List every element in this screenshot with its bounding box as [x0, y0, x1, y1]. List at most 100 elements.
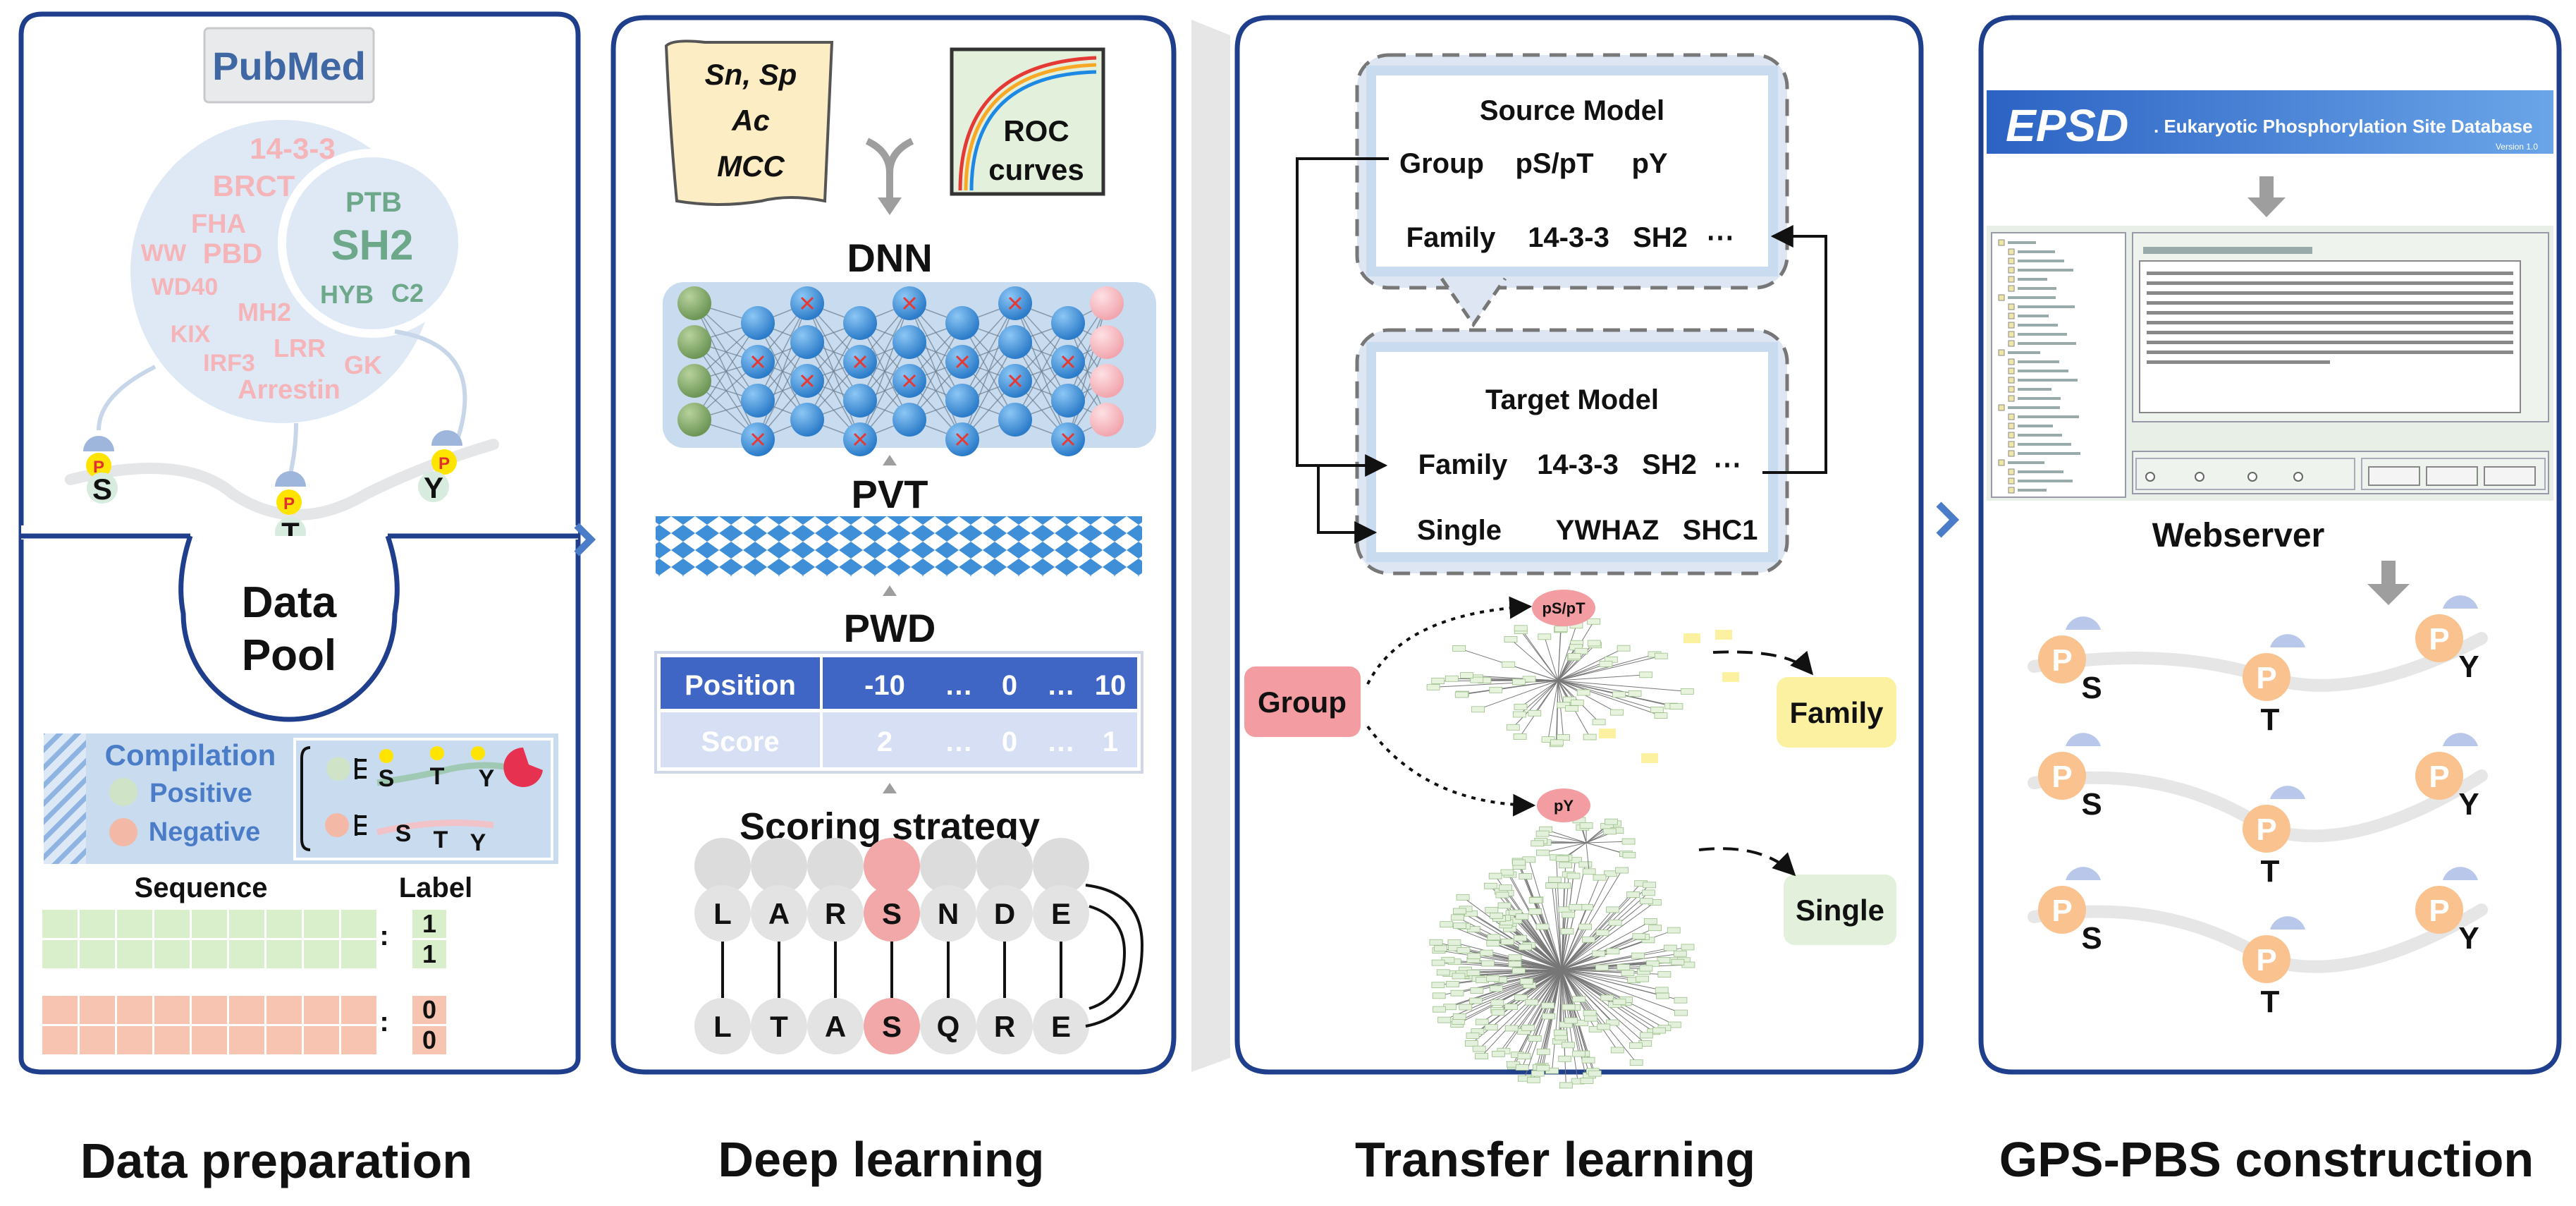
domain-label: 14-3-3: [250, 132, 335, 165]
panel-data-preparation: PubMed 14-3-3 BRCT FHA WW PBD WD40 MH2 K…: [18, 11, 581, 1075]
network-node: [1513, 711, 1526, 718]
network-node: [1538, 633, 1552, 640]
residue-label: R: [825, 897, 846, 930]
dashed-arrow: [1712, 650, 1814, 676]
caption-deep-learning: Deep learning: [718, 1132, 1045, 1187]
network-edge: [1557, 680, 1564, 738]
phospho-ball: [2038, 635, 2086, 683]
tree-item-label: [2018, 278, 2047, 281]
fasta-line: [2147, 281, 2513, 285]
network-node: [1617, 964, 1631, 970]
pwd-position-cell: 0: [1002, 670, 1017, 701]
node-pspt: [1532, 590, 1595, 626]
connector-line: [97, 365, 157, 431]
network-edge: [1561, 947, 1671, 970]
network-node: [1440, 921, 1454, 928]
mini-backbone: [376, 762, 516, 786]
network-node: [1500, 938, 1514, 945]
domain-label: FHA: [191, 209, 246, 239]
domain-subcircle: [278, 149, 467, 338]
network-node: [1562, 911, 1576, 918]
dropout-mark: [800, 296, 814, 310]
residue-y: P Y: [418, 430, 462, 504]
network-node: [1622, 851, 1636, 858]
network-node: [1446, 980, 1459, 987]
sequence-header: Sequence: [135, 872, 268, 903]
residue-ball: [694, 885, 751, 942]
network-node: [1669, 703, 1683, 710]
network-edge: [1528, 969, 1562, 1028]
sequence-cell: [229, 996, 264, 1024]
tree-item-label: [2018, 434, 2062, 437]
tree-item-icon: [2008, 377, 2015, 384]
residue-label: L: [713, 1010, 732, 1043]
network-node: [1578, 861, 1593, 868]
label-cell: [412, 996, 446, 1024]
network-edge: [1520, 680, 1559, 707]
network-node: [1519, 873, 1533, 879]
alignment-loop: [1085, 884, 1144, 1028]
network-node: [1431, 678, 1445, 684]
network-node: [1609, 709, 1624, 716]
residue-label: N: [938, 897, 959, 930]
sequence-cell: [117, 996, 152, 1024]
network-node: [1431, 982, 1445, 989]
binding-domain-shape: [503, 748, 543, 787]
network-edge: [1561, 921, 1651, 970]
mini-backbone: [376, 820, 494, 836]
tree-item-icon: [2008, 267, 2015, 274]
network-node: [1599, 661, 1613, 667]
network-node: [1456, 947, 1471, 954]
network-node: [1604, 818, 1618, 825]
tree-item-label: [2008, 406, 2060, 409]
network-edge: [1492, 943, 1562, 970]
webserver-label: Webserver: [2152, 517, 2325, 554]
pwd-score-cell: 1: [1103, 726, 1118, 757]
family-node: [1641, 753, 1658, 763]
sequence-cell: [154, 1026, 190, 1054]
network-node: [1531, 840, 1545, 847]
dnn-edge: [1067, 303, 1108, 401]
network-node: [1459, 1004, 1473, 1011]
tree-item-icon: [2008, 422, 2015, 430]
network-node: [1512, 678, 1526, 686]
network-node: [1472, 1045, 1486, 1052]
mini-phospho: [430, 746, 444, 760]
source-item: pY: [1631, 148, 1667, 179]
dnn-network: [677, 286, 1124, 456]
tree-item-icon: [2008, 487, 2015, 494]
residue-ball: [87, 473, 118, 504]
dnn-node: [893, 325, 926, 359]
roc-curve: [969, 70, 1097, 191]
tree-item-icon: [2008, 322, 2015, 329]
network-edge: [1510, 639, 1559, 681]
network-edge: [1561, 931, 1568, 970]
up-arrow-icon: [883, 455, 897, 465]
pwd-score-row: [661, 712, 1137, 767]
group-badge: [1244, 666, 1361, 737]
network-edge: [1503, 969, 1562, 1052]
dnn-node: [1090, 286, 1124, 320]
network-node: [1445, 675, 1459, 682]
network-node: [1615, 867, 1629, 874]
network-node: [1528, 1035, 1542, 1042]
pwd-position-cell: -10: [864, 670, 905, 701]
network-node: [1514, 625, 1528, 632]
network-node: [1612, 691, 1626, 698]
network-edge: [1478, 680, 1559, 710]
network-edge: [1542, 842, 1587, 853]
network-node: [1626, 891, 1640, 898]
network-node: [1602, 828, 1617, 835]
dropout-mark: [1061, 355, 1075, 369]
network-edge: [1557, 680, 1617, 713]
pwd-score-cell: 0: [1002, 726, 1017, 757]
binding-cap: [2270, 916, 2305, 930]
network-node: [1466, 969, 1480, 976]
phospho-mark: [431, 449, 457, 475]
sequence-cell: [80, 1026, 115, 1054]
network-node: [1587, 640, 1601, 647]
network-node: [1469, 997, 1483, 1004]
